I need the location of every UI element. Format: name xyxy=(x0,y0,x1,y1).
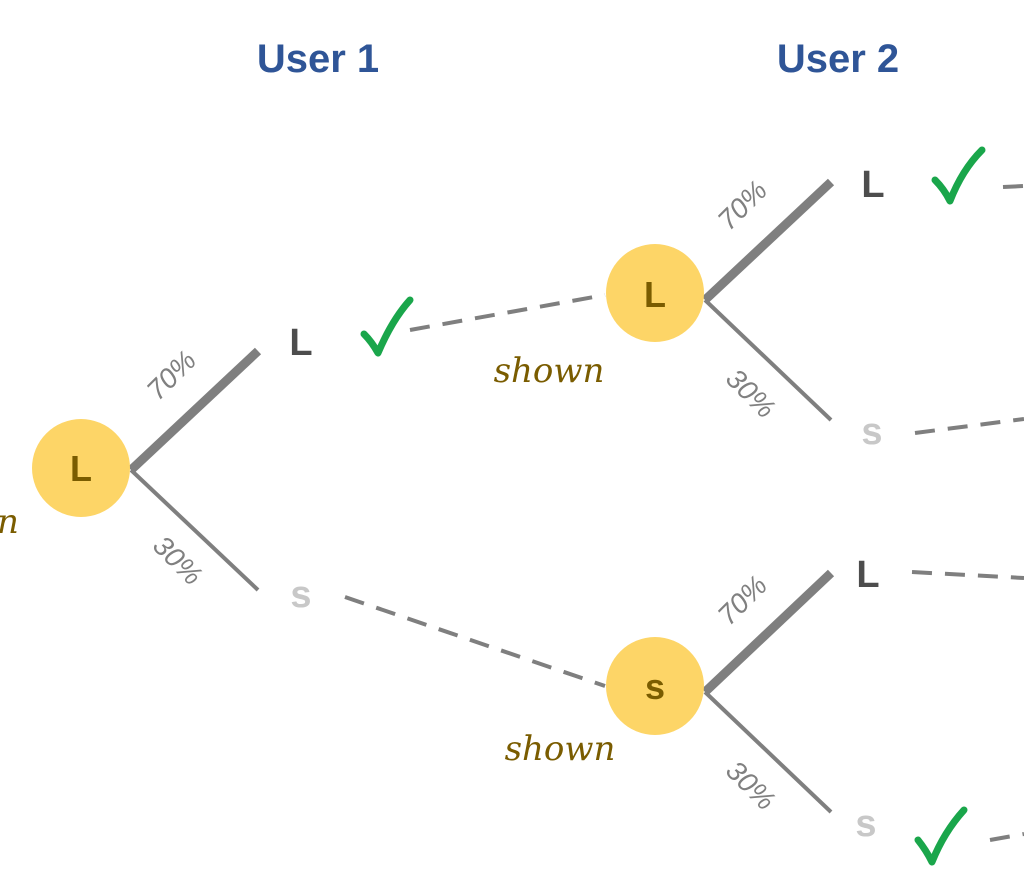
user2-top-large-branch xyxy=(701,178,835,304)
user2-top-large-leaf-label: L xyxy=(861,164,884,206)
user2-top-small-probability: 30% xyxy=(720,363,782,425)
root-small-probability: 30% xyxy=(147,530,209,592)
user2-bottom-large-branch xyxy=(701,569,835,696)
root-large-branch xyxy=(127,347,262,474)
connector-user2-bottom-small-out xyxy=(989,832,1024,842)
user2-bottom-small-branch xyxy=(703,690,833,814)
bottom-shown-label: shown xyxy=(505,729,616,769)
user2-top-small-leaf-label: s xyxy=(861,411,882,453)
connector-user1-large-to-user2-top xyxy=(409,293,606,332)
user2-top-node-circle xyxy=(606,244,704,342)
user2-top-node: L xyxy=(606,244,704,342)
root-shown-label-cut: n xyxy=(0,502,19,542)
user1-small-leaf-label: s xyxy=(290,574,311,616)
dashed-connectors xyxy=(344,184,1024,842)
connector-user2-top-large-out xyxy=(1002,184,1024,189)
user2-bottom-large-probability: 70% xyxy=(712,570,774,632)
user-1-header: User 1 xyxy=(257,37,379,81)
user2-top-large-probability: 70% xyxy=(712,175,774,237)
user2-bottom-small-probability: 30% xyxy=(720,755,782,817)
root-small-branch xyxy=(129,468,260,592)
root-node: L xyxy=(32,419,130,517)
user2-top-node-label: L xyxy=(644,274,666,315)
checkmark-icon xyxy=(360,296,414,357)
user2-bottom-node-circle xyxy=(606,637,704,735)
connector-user2-bottom-large-out xyxy=(911,570,1024,580)
user2-bottom-small-leaf-label: s xyxy=(855,803,876,845)
root-large-probability: 70% xyxy=(141,345,203,407)
checkmark-icon xyxy=(914,806,968,866)
connector-user2-top-small-out xyxy=(914,417,1024,435)
user2-bottom-node-label: s xyxy=(645,666,665,707)
user2-top-branches xyxy=(701,178,835,422)
user2-bottom-branches xyxy=(701,569,835,814)
user-2-header: User 2 xyxy=(777,37,899,81)
root-branches xyxy=(127,347,262,592)
user2-bottom-large-leaf-label: L xyxy=(856,554,879,596)
root-node-circle xyxy=(32,419,130,517)
user1-large-leaf-label: L xyxy=(289,322,312,364)
checkmarks xyxy=(360,146,986,866)
connector-user1-small-to-user2-bottom xyxy=(344,595,606,688)
user2-bottom-node: s xyxy=(606,637,704,735)
top-shown-label: shown xyxy=(494,351,605,391)
user2-top-small-branch xyxy=(703,298,833,422)
checkmark-icon xyxy=(931,146,986,205)
root-node-label: L xyxy=(70,448,92,489)
